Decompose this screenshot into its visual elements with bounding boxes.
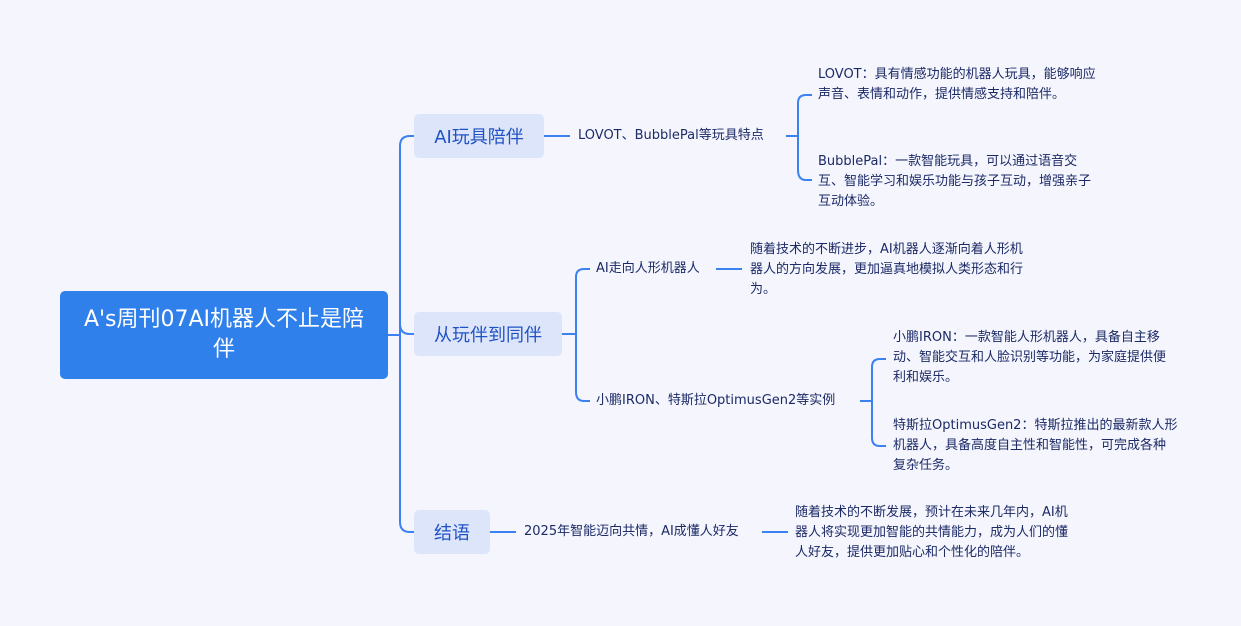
topic-humanoid[interactable]: AI走向人形机器人 [596, 261, 700, 276]
root-title: A's周刊07AI机器人不止是陪伴 [83, 307, 365, 362]
branch-conclusion[interactable]: 结语 [414, 510, 490, 554]
branch-label: 从玩伴到同伴 [434, 325, 542, 346]
topic-examples[interactable]: 小鹏IRON、特斯拉OptimusGen2等实例 [596, 393, 836, 408]
branch-label: AI玩具陪伴 [434, 127, 524, 148]
leaf-humanoid[interactable]: 随着技术的不断进步，AI机器人逐渐向着人形机器人的方向发展，更加逼真地模拟人类形… [750, 242, 1024, 297]
branch-ai-toy[interactable]: AI玩具陪伴 [414, 114, 544, 158]
topic-empathy[interactable]: 2025年智能迈向共情，AI成懂人好友 [524, 524, 739, 539]
leaf-xpeng-iron[interactable]: 小鹏IRON：一款智能人形机器人，具备自主移动、智能交互和人脸识别等功能，为家庭… [893, 330, 1167, 385]
topic-toy-features[interactable]: LOVOT、BubblePal等玩具特点 [578, 128, 764, 143]
leaf-bubblepal[interactable]: BubblePal：一款智能玩具，可以通过语音交互、智能学习和娱乐功能与孩子互动… [818, 154, 1092, 209]
root-node[interactable]: A's周刊07AI机器人不止是陪伴 [60, 291, 388, 379]
branch-companion[interactable]: 从玩伴到同伴 [414, 312, 562, 356]
branch-label: 结语 [434, 523, 470, 544]
leaf-optimus[interactable]: 特斯拉OptimusGen2：特斯拉推出的最新款人形机器人，具备高度自主性和智能… [893, 418, 1178, 473]
leaf-conclusion[interactable]: 随着技术的不断发展，预计在未来几年内，AI机器人将实现更加智能的共情能力，成为人… [795, 505, 1069, 560]
leaf-lovot[interactable]: LOVOT：具有情感功能的机器人玩具，能够响应声音、表情和动作，提供情感支持和陪… [818, 67, 1096, 102]
